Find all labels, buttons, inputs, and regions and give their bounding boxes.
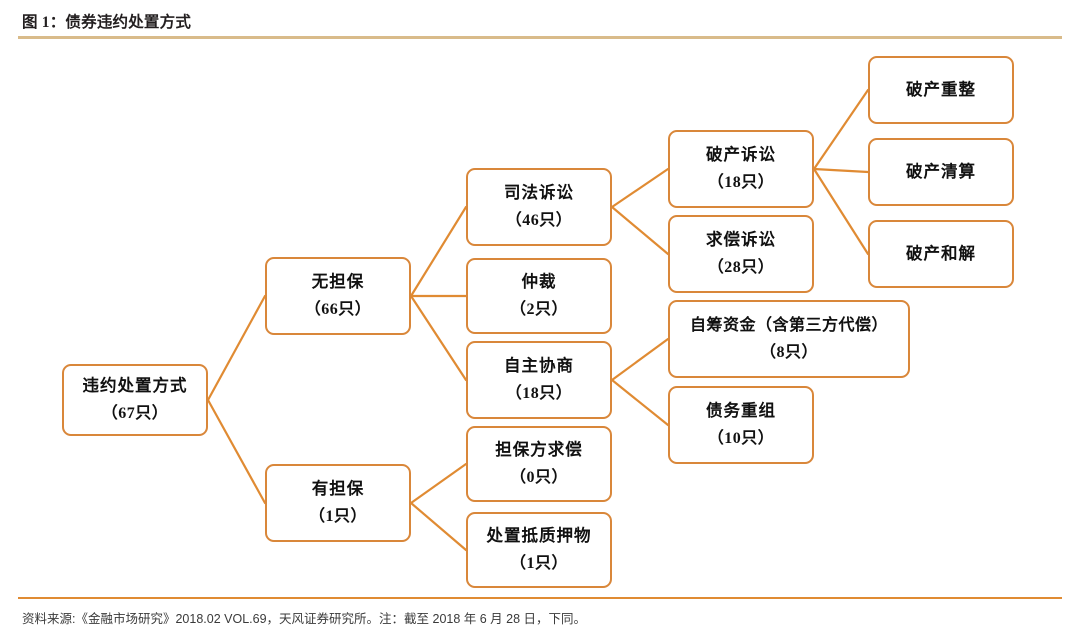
node-label: 有担保 <box>311 479 365 499</box>
node-secured[interactable]: 有担保 （1只） <box>265 464 411 542</box>
node-guarantor-claim[interactable]: 担保方求偿 （0只） <box>466 426 612 502</box>
connector-negotiation-to-self-funding <box>610 337 670 382</box>
node-label: 破产和解 <box>906 243 976 263</box>
connector-judicial-to-bankruptcy-litigation <box>610 167 670 209</box>
node-count: （18只） <box>505 384 573 402</box>
node-label: 司法诉讼 <box>504 183 574 203</box>
node-label: 求偿诉讼 <box>706 230 776 250</box>
node-count: （1只） <box>509 554 568 572</box>
node-self-funding[interactable]: 自筹资金（含第三方代偿） （8只） <box>668 300 910 378</box>
node-count: （67只） <box>101 404 169 422</box>
connector-bankruptcy-litigation-to-bankruptcy-liquidation <box>812 167 870 174</box>
connector-root-to-unsecured <box>206 294 267 402</box>
connector-layer <box>206 88 870 552</box>
node-label: 处置抵质押物 <box>486 526 592 546</box>
node-label: 破产诉讼 <box>706 145 776 165</box>
node-unsecured[interactable]: 无担保 （66只） <box>265 257 411 335</box>
page-title: 图 1：债券违约处置方式 <box>22 14 192 31</box>
node-label: 无担保 <box>311 272 365 292</box>
node-root[interactable]: 违约处置方式 （67只） <box>62 364 208 436</box>
connector-bankruptcy-litigation-to-bankruptcy-reorg <box>812 88 870 171</box>
node-label: 自主协商 <box>504 356 574 376</box>
node-label: 担保方求偿 <box>495 440 583 460</box>
node-claim-litigation[interactable]: 求偿诉讼 （28只） <box>668 215 814 293</box>
connector-bankruptcy-litigation-to-bankruptcy-settlement <box>812 167 870 256</box>
node-label: 破产清算 <box>906 161 976 181</box>
connector-secured-to-collateral-disposal <box>409 501 468 552</box>
header-divider <box>18 36 1062 39</box>
connector-unsecured-to-judicial <box>409 205 468 298</box>
node-count: （66只） <box>304 300 372 318</box>
node-bankruptcy-reorg[interactable]: 破产重整 <box>868 56 1014 124</box>
tree-diagram: 违约处置方式 （67只） 无担保 （66只） 有担保 （1只） 司法诉讼 （46只） 仲裁 （2只… <box>0 42 1080 594</box>
connector-judicial-to-claim-litigation <box>610 205 670 256</box>
node-label: 仲裁 <box>521 272 557 292</box>
connector-negotiation-to-debt-restructuring <box>610 378 670 427</box>
node-count: （10只） <box>707 429 775 447</box>
node-label: 债务重组 <box>706 401 776 421</box>
node-arbitration[interactable]: 仲裁 （2只） <box>466 258 612 334</box>
connector-secured-to-guarantor-claim <box>409 462 468 505</box>
node-count: （18只） <box>707 173 775 191</box>
node-label: 违约处置方式 <box>82 376 188 396</box>
node-count: （0只） <box>509 468 568 486</box>
node-bankruptcy-liquidation[interactable]: 破产清算 <box>868 138 1014 206</box>
node-count: （2只） <box>509 300 568 318</box>
connector-unsecured-to-negotiation <box>409 294 468 382</box>
node-count: （1只） <box>308 507 367 525</box>
node-count: （8只） <box>759 343 818 361</box>
node-label: 自筹资金（含第三方代偿） <box>689 316 888 334</box>
connector-root-to-secured <box>206 398 267 505</box>
node-negotiation[interactable]: 自主协商 （18只） <box>466 341 612 419</box>
node-count: （46只） <box>505 211 573 229</box>
node-collateral-disposal[interactable]: 处置抵质押物 （1只） <box>466 512 612 588</box>
node-bankruptcy-settlement[interactable]: 破产和解 <box>868 220 1014 288</box>
node-label: 破产重整 <box>906 79 976 99</box>
node-bankruptcy-litigation[interactable]: 破产诉讼 （18只） <box>668 130 814 208</box>
node-count: （28只） <box>707 258 775 276</box>
footer-divider <box>18 597 1062 599</box>
node-judicial[interactable]: 司法诉讼 （46只） <box>466 168 612 246</box>
source-note: 资料来源:《金融市场研究》2018.02 VOL.69，天风证券研究所。注：截至… <box>22 612 587 626</box>
node-debt-restructuring[interactable]: 债务重组 （10只） <box>668 386 814 464</box>
